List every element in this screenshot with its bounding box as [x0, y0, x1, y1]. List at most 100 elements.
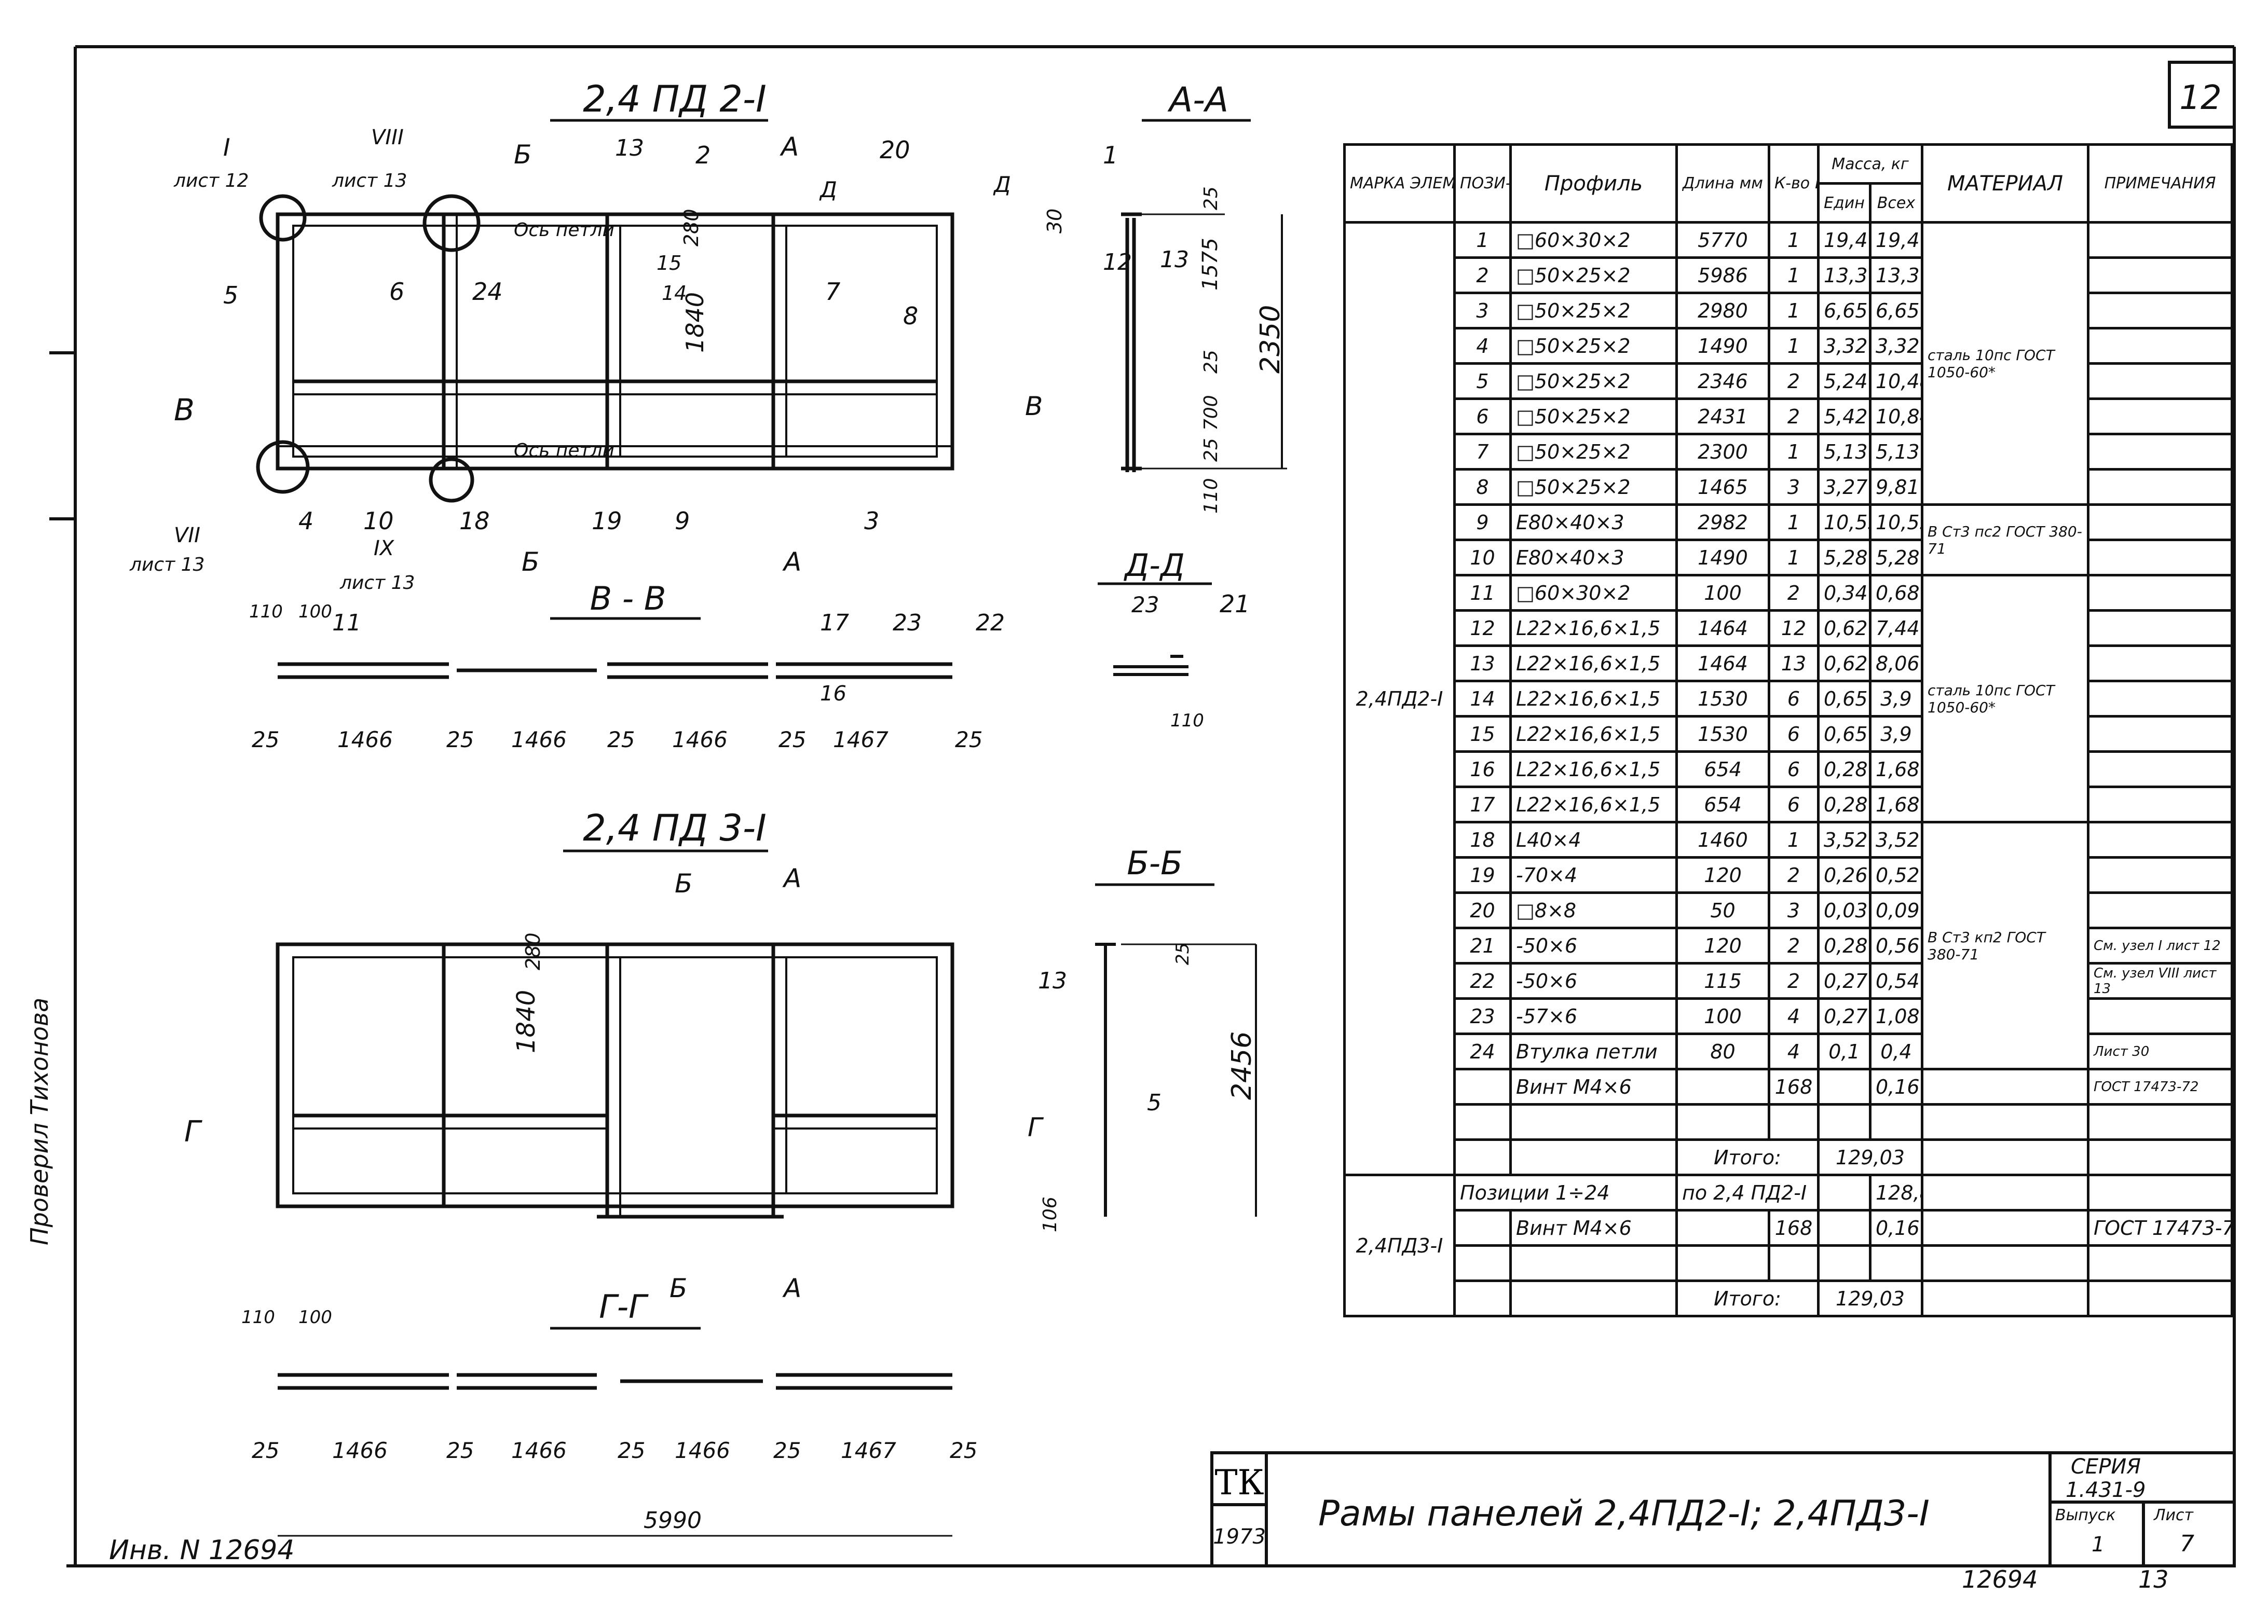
table-cell: [1509, 1138, 1678, 1176]
section-bb-drawing: [1095, 943, 1256, 1217]
section-gg-drawing: [278, 1373, 952, 1537]
cell-qty: 168: [1768, 1068, 1820, 1106]
cell-mass-total: 5,13: [1869, 433, 1923, 471]
pd3-cut-b-top: Б: [675, 869, 692, 899]
cell-profile: □50×25×2: [1509, 292, 1678, 329]
cell-mass-total: 3,9: [1869, 715, 1923, 753]
header-profile: Профиль: [1509, 143, 1678, 224]
cell-mass-total: 0,16: [1869, 1068, 1923, 1106]
element-mark-pd3: 2,4ПД3-I: [1343, 1174, 1456, 1317]
cell-mass-unit: [1817, 1068, 1871, 1106]
cell-mass-unit: 0,26: [1817, 856, 1871, 894]
cell-qty: 2: [1768, 397, 1820, 435]
table-cell: [1509, 1103, 1678, 1141]
cell-mass-unit: 0,27: [1817, 962, 1871, 1000]
cell-note: [2087, 574, 2233, 612]
pos-4: 4: [298, 507, 313, 535]
cell-length: 120: [1675, 856, 1770, 894]
table-cell: [2087, 1279, 2233, 1317]
bb-dim-25: 25: [1172, 943, 1193, 965]
pd3-cut-a-top: А: [782, 863, 801, 893]
cell-length: 1490: [1675, 327, 1770, 365]
cell-qty: 1: [1768, 433, 1820, 471]
vv-dim-25d: 25: [778, 727, 806, 752]
table-cell: [2087, 1244, 2233, 1282]
cell-mass-unit: 19,4: [1817, 221, 1871, 259]
table-cell: [1675, 1103, 1770, 1141]
cell-length: 80: [1675, 1033, 1770, 1070]
node-label-viii: VIII: [371, 126, 404, 149]
node-sheet-viii: лист 13: [332, 170, 407, 191]
table-cell: [1453, 1103, 1512, 1141]
vv-pos-16: 16: [820, 682, 846, 706]
section-dd-drawing: [1113, 655, 1188, 676]
pos-5: 5: [223, 281, 238, 309]
cell-mass-total: 7,44: [1869, 609, 1923, 647]
vv-pos-17: 17: [820, 610, 849, 636]
pos-9: 9: [675, 507, 690, 535]
cell-qty: 1: [1768, 221, 1820, 259]
cell-position: 10: [1453, 539, 1512, 576]
cell-mass-total: 8,06: [1869, 644, 1923, 682]
cell-mass-unit: 0,28: [1817, 786, 1871, 823]
cell-profile: □50×25×2: [1509, 362, 1678, 400]
cell-position: 2: [1453, 256, 1512, 294]
frame-pd3: [276, 942, 954, 1219]
cell-note: [2087, 468, 2233, 506]
table-cell: [1817, 1103, 1871, 1141]
vv-dim-1466b: 1466: [511, 727, 567, 752]
margin-signature: Проверил Тихонова: [25, 998, 53, 1245]
table-row: Итого:129,03: [1345, 1279, 2233, 1317]
cell-mass-unit: 5,28: [1817, 539, 1871, 576]
cell-profile: L22×16,6×1,5: [1509, 786, 1678, 823]
pd3-dim-280: 280: [522, 932, 544, 970]
cell-length: 2346: [1675, 362, 1770, 400]
cell-note: [2087, 997, 2233, 1035]
header-mass-total: Всех: [1869, 182, 1923, 224]
section-dd-title: Д-Д: [1123, 547, 1184, 584]
cell-position: 18: [1453, 821, 1512, 859]
node-label-vii: VII: [174, 524, 200, 547]
cell-mass-unit: 0,28: [1817, 927, 1871, 965]
section-vv-drawing: [278, 662, 952, 679]
cell-mass-total: 6,65: [1869, 292, 1923, 329]
cell-profile: -50×6: [1509, 927, 1678, 965]
header-mass: Масса, кг: [1817, 143, 1923, 185]
table-cell: [1817, 1209, 1871, 1247]
pos-15: 15: [657, 252, 681, 274]
frame-pd2: [256, 194, 954, 503]
table-cell: [1453, 1279, 1512, 1317]
cell-material: [1921, 1068, 2089, 1106]
issue-label: Выпуск: [2055, 1506, 2115, 1524]
vv-pos-11: 11: [332, 610, 361, 636]
node-sheet-vii: лист 13: [129, 554, 204, 575]
pos-6: 6: [389, 278, 404, 306]
series-value: 1.431-9: [2066, 1478, 2146, 1502]
cell-length: 100: [1675, 997, 1770, 1035]
vv-dim-1466a: 1466: [337, 727, 393, 752]
cell-note: [2087, 539, 2233, 576]
section-gg-dims: 110 100 25 1466 25 1466 25 1466 25 1467 …: [241, 1307, 977, 1534]
cell-qty: 4: [1768, 1033, 1820, 1070]
cell-mass-unit: 0,65: [1817, 680, 1871, 718]
table-row: [1345, 1244, 2233, 1282]
cell-mass-unit: 0,03: [1817, 891, 1871, 929]
cell-qty: 4: [1768, 997, 1820, 1035]
table-cell: [1453, 1138, 1512, 1176]
cell-qty: 3: [1768, 468, 1820, 506]
gg-dim-1467: 1467: [841, 1438, 896, 1463]
cell-mass-unit: 10,55: [1817, 503, 1871, 541]
cell-qty: 3: [1768, 891, 1820, 929]
cell-length: 120: [1675, 927, 1770, 965]
cell-qty: 1: [1768, 503, 1820, 541]
bottom-number-2: 13: [2138, 1565, 2169, 1593]
table-cell: [1768, 1244, 1820, 1282]
cell-mass-total: 0,52: [1869, 856, 1923, 894]
